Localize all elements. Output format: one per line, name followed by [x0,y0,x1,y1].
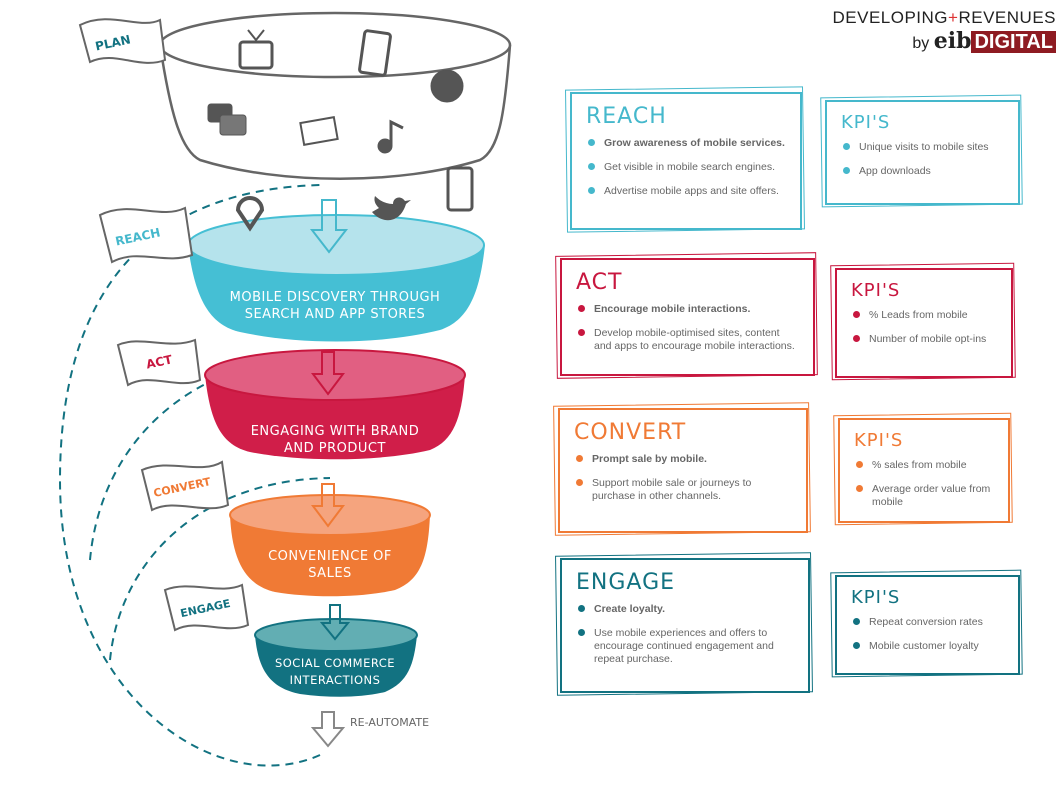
list-item: Advertise mobile apps and site offers. [586,185,786,198]
funnel-text-engage: SOCIAL COMMERCE INTERACTIONS [255,655,415,689]
flag-reach [98,206,194,264]
list-item: Use mobile experiences and offers to enc… [576,627,794,666]
list-item: Encourage mobile interactions. [576,303,799,316]
stage-convert: CONVERT Prompt sale by mobile. Support mo… [558,408,808,533]
kpi-title: KPI'S [851,280,901,301]
arrow-icon [319,604,351,641]
funnel-line: SOCIAL COMMERCE [274,656,396,670]
arrow-icon [309,199,349,254]
logo-digital: DIGITAL [971,31,1056,53]
logo-by: by [912,35,930,52]
flag-act [116,338,202,387]
funnel-line: ENGAGING WITH BRAND [250,424,420,439]
flag-engage [163,583,250,632]
funnel-text-act: ENGAGING WITH BRAND AND PRODUCT [215,423,455,457]
funnel-engage [254,618,418,697]
logo-plus: + [948,8,959,27]
funnel-line: AND PRODUCT [284,441,386,456]
list-item: Mobile customer loyalty [851,640,1004,653]
funnel-line: MOBILE DISCOVERY THROUGH [229,290,441,305]
reautomate-label: RE-AUTOMATE [350,716,430,729]
dashed-path [89,351,331,561]
funnel-convert [229,494,431,597]
arrow-icon [311,351,345,396]
list-item: Get visible in mobile search engines. [586,161,786,174]
flag-convert [140,460,230,512]
stage-reach: REACH Grow awareness of mobile services.… [570,92,802,230]
stage-title: ENGAGE [576,570,676,595]
list-item: Average order value from mobile [854,483,994,509]
music-note-icon [377,119,404,154]
list-item: Repeat conversion rates [851,616,1004,629]
flag-plan [78,18,167,64]
list-item: Number of mobile opt-ins [851,333,997,346]
chat-icon [207,103,247,136]
smartphone-icon [446,166,474,212]
tv-icon [238,29,274,70]
list-item: Develop mobile-optimised sites, content … [576,327,799,353]
list-item: Create loyalty. [576,603,794,616]
arrow-icon [310,711,346,748]
location-pin-icon [235,196,265,232]
funnel-diagram [58,11,512,767]
stage-title: REACH [586,104,667,129]
kpi-title: KPI'S [854,430,904,451]
tablet-icon [358,29,392,77]
funnel-line: SALES [308,566,352,581]
stage-title: ACT [576,270,623,295]
list-item: % sales from mobile [854,459,994,472]
list-item: % Leads from mobile [851,309,997,322]
logo-text: REVENUES [958,8,1056,27]
mail-icon [299,116,339,146]
funnel-text-reach: MOBILE DISCOVERY THROUGH SEARCH AND APP S… [200,289,470,323]
dashed-path [109,477,331,661]
twitter-icon [372,196,411,221]
plan-bowl [158,11,512,180]
film-reel-icon [430,69,464,103]
funnel-line: CONVENIENCE OF [268,549,392,564]
funnel-text-convert: CONVENIENCE OF SALES [235,548,425,582]
list-item: Grow awareness of mobile services. [586,137,786,150]
arrow-icon [311,483,345,528]
list-item: Prompt sale by mobile. [574,453,792,466]
funnel-line: INTERACTIONS [289,673,381,687]
stage-title: CONVERT [574,420,687,445]
logo-text: DEVELOPING [832,8,949,27]
list-item: Unique visits to mobile sites [841,141,1004,154]
funnel-line: SEARCH AND APP STORES [244,307,426,322]
stage-engage: ENGAGE Create loyalty. Use mobile experie… [560,558,810,693]
kpi-title: KPI'S [851,587,901,608]
kpi-title: KPI'S [841,112,891,133]
stage-act: ACT Encourage mobile interactions. Develo… [560,258,815,376]
list-item: App downloads [841,165,1004,178]
list-item: Support mobile sale or journeys to purch… [574,477,792,503]
logo-eib: eib [933,28,972,54]
